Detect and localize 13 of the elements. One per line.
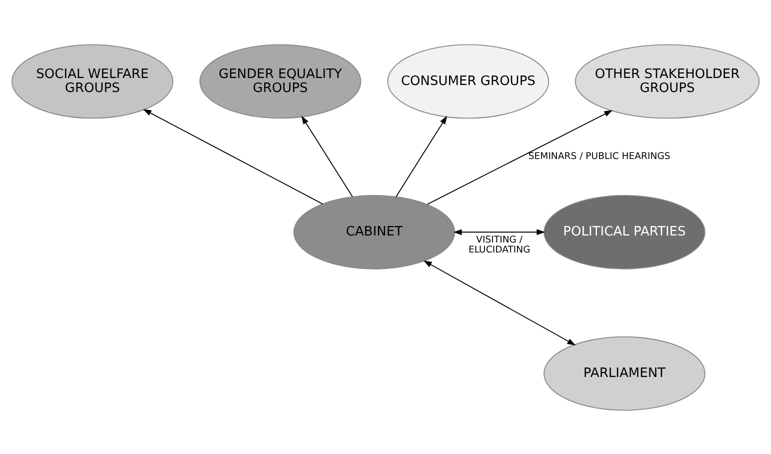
arrow <box>301 115 353 197</box>
node-ellipse: SOCIAL WELFARE GROUPS <box>12 44 174 118</box>
edge-label: VISITING / ELUCIDATING <box>468 234 530 256</box>
arrow <box>396 115 448 197</box>
arrow <box>426 110 613 204</box>
edge-label: SEMINARS / PUBLIC HEARINGS <box>528 150 670 162</box>
node-ellipse: PARLIAMENT <box>544 336 706 410</box>
node-ellipse: CONSUMER GROUPS <box>387 44 550 118</box>
arrow <box>423 260 576 345</box>
node-ellipse: POLITICAL PARTIES <box>544 194 706 269</box>
node-ellipse: GENDER EQUALITY GROUPS <box>199 44 362 118</box>
arrow <box>453 228 546 235</box>
arrow <box>143 108 324 204</box>
